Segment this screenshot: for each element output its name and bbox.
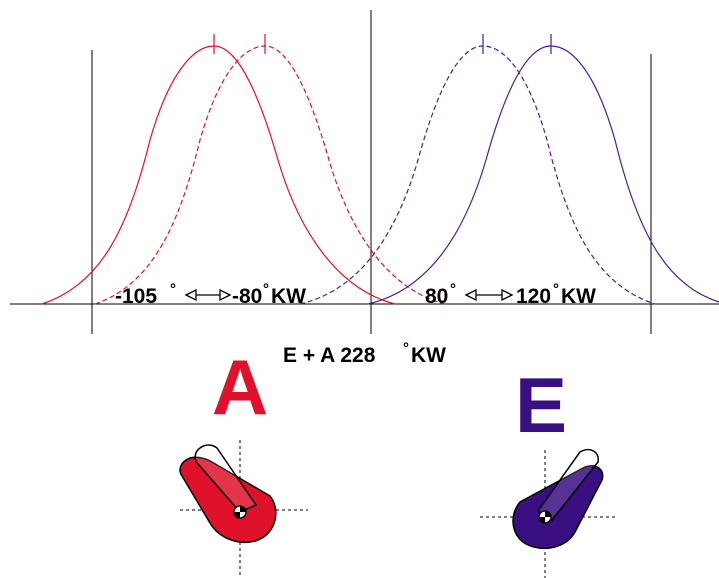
cam-e-letter: E bbox=[515, 361, 567, 449]
right-range-unit: KW bbox=[561, 285, 596, 308]
cam-a-lobe-shape bbox=[179, 456, 277, 544]
a-lobe-solid-curve bbox=[41, 45, 396, 305]
cam-e-illustration bbox=[480, 448, 615, 578]
right-range-double-arrow-icon bbox=[464, 288, 514, 302]
right-range-end-label: 120 bbox=[516, 285, 551, 308]
right-range-start-label: 80 bbox=[425, 285, 448, 308]
e-lobe-solid-curve bbox=[367, 45, 719, 305]
combined-spread-degree: ° bbox=[403, 340, 409, 357]
combined-spread-label: E + A 228 bbox=[283, 344, 376, 367]
e-lobe-dashed-curve bbox=[299, 45, 656, 305]
right-range-start-degree: ° bbox=[450, 281, 456, 298]
left-range-start-label: -105 bbox=[115, 285, 157, 308]
a-lobe-dashed-curve bbox=[94, 45, 446, 305]
cam-e-lobe-shape bbox=[512, 465, 604, 549]
right-range-end-degree: ° bbox=[553, 281, 559, 298]
cam-e-rotated-outline bbox=[536, 448, 599, 521]
left-range-end-degree: ° bbox=[263, 281, 269, 298]
left-range-start-degree: ° bbox=[170, 281, 176, 298]
left-range-unit: KW bbox=[271, 285, 306, 308]
cam-a-rotated-outline bbox=[194, 444, 258, 513]
left-range-end-label: -80 bbox=[232, 285, 262, 308]
combined-spread-unit: KW bbox=[411, 344, 446, 367]
cam-a-illustration bbox=[179, 440, 308, 578]
cam-a-letter: A bbox=[212, 343, 268, 431]
left-range-double-arrow-icon bbox=[184, 288, 232, 302]
